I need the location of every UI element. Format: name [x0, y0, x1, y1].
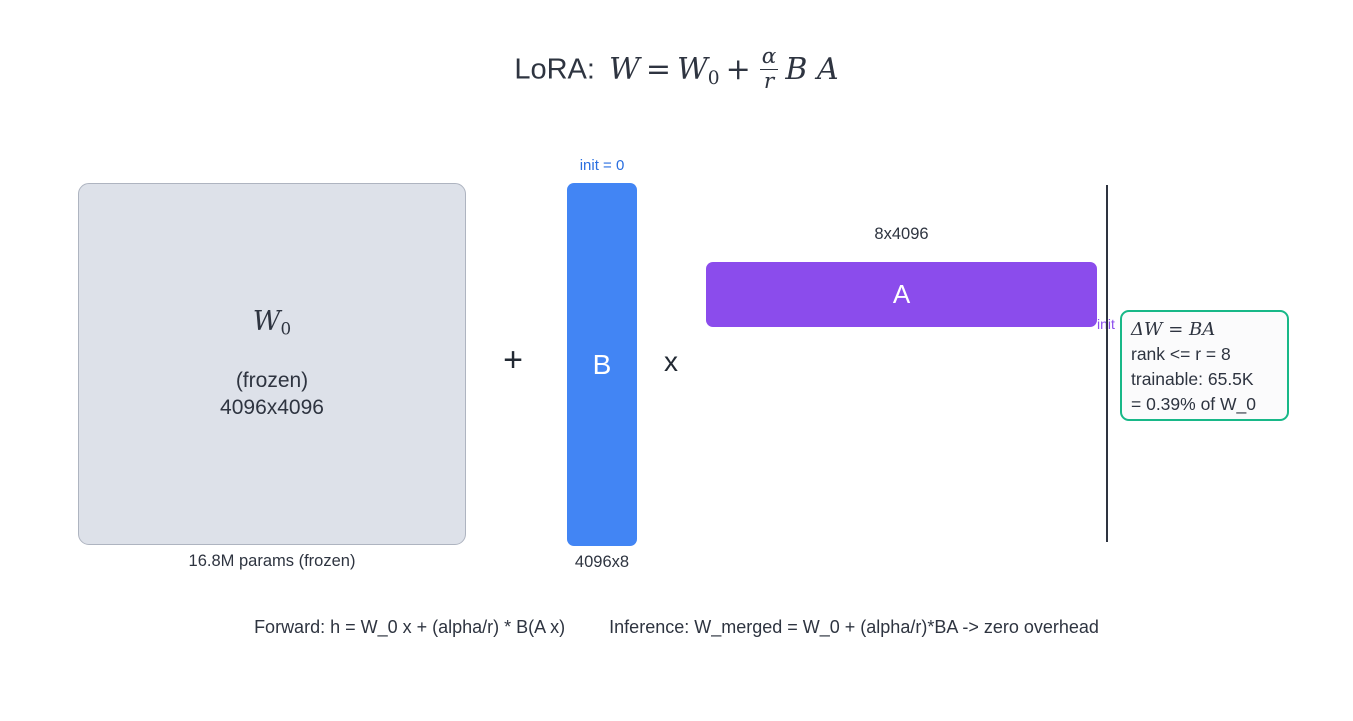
base-weight-matrix-content: W0 (frozen) 4096x4096: [79, 184, 465, 544]
a-matrix-init-note: init: [1097, 316, 1115, 332]
info-line-delta-w: ΔW = BA: [1131, 319, 1216, 340]
footer-equations: Forward: h = W_0 x + (alpha/r) * B(A x) I…: [0, 617, 1353, 638]
base-weight-matrix-box: W0 (frozen) 4096x4096: [78, 183, 466, 545]
info-line-trainable: trainable: 65.5K: [1131, 369, 1254, 390]
title-w0-base: W: [676, 51, 708, 87]
title-lhs: W: [608, 51, 640, 87]
base-weight-caption: 16.8M params (frozen): [188, 552, 356, 570]
times-operator: x: [664, 346, 678, 377]
footer-inference-equation: Inference: W_merged = W_0 + (alpha/r)*BA…: [609, 617, 1099, 637]
base-weight-dimensions: 4096x4096: [220, 396, 324, 420]
footer-forward-equation: Forward: h = W_0 x + (alpha/r) * B(A x): [254, 617, 566, 637]
plus-operator: +: [503, 341, 523, 379]
base-weight-frozen-note: (frozen): [235, 368, 309, 392]
a-matrix-dimensions: 8x4096: [874, 225, 929, 243]
b-matrix-init-note: init = 0: [579, 157, 625, 174]
info-line-rank: rank <= r = 8: [1131, 344, 1231, 365]
title-fraction-denominator: r: [763, 68, 775, 94]
info-line-percentage: = 0.39% of W_0: [1131, 393, 1257, 414]
a-matrix-box: A: [706, 262, 1097, 327]
title-plus: +: [725, 51, 751, 87]
base-weight-symbol-base: W: [252, 305, 281, 337]
title-w0-sub: 0: [707, 67, 720, 89]
b-matrix-box: B: [567, 183, 637, 546]
vertical-divider: [1106, 185, 1109, 542]
b-matrix-dimensions: 4096x8: [574, 553, 630, 571]
b-matrix-label: B: [592, 348, 612, 380]
base-weight-symbol: W0: [253, 306, 291, 339]
delta-w-info-box: ΔW = BA rank <= r = 8 trainable: 65.5K =…: [1120, 310, 1289, 421]
a-matrix-label: A: [892, 279, 911, 309]
title-equals: =: [645, 51, 671, 87]
base-weight-symbol-subscript: 0: [280, 318, 292, 339]
title-fraction-numerator: α: [759, 44, 779, 70]
title-label: LoRA:: [514, 53, 595, 86]
title-factors: B A: [785, 51, 839, 87]
